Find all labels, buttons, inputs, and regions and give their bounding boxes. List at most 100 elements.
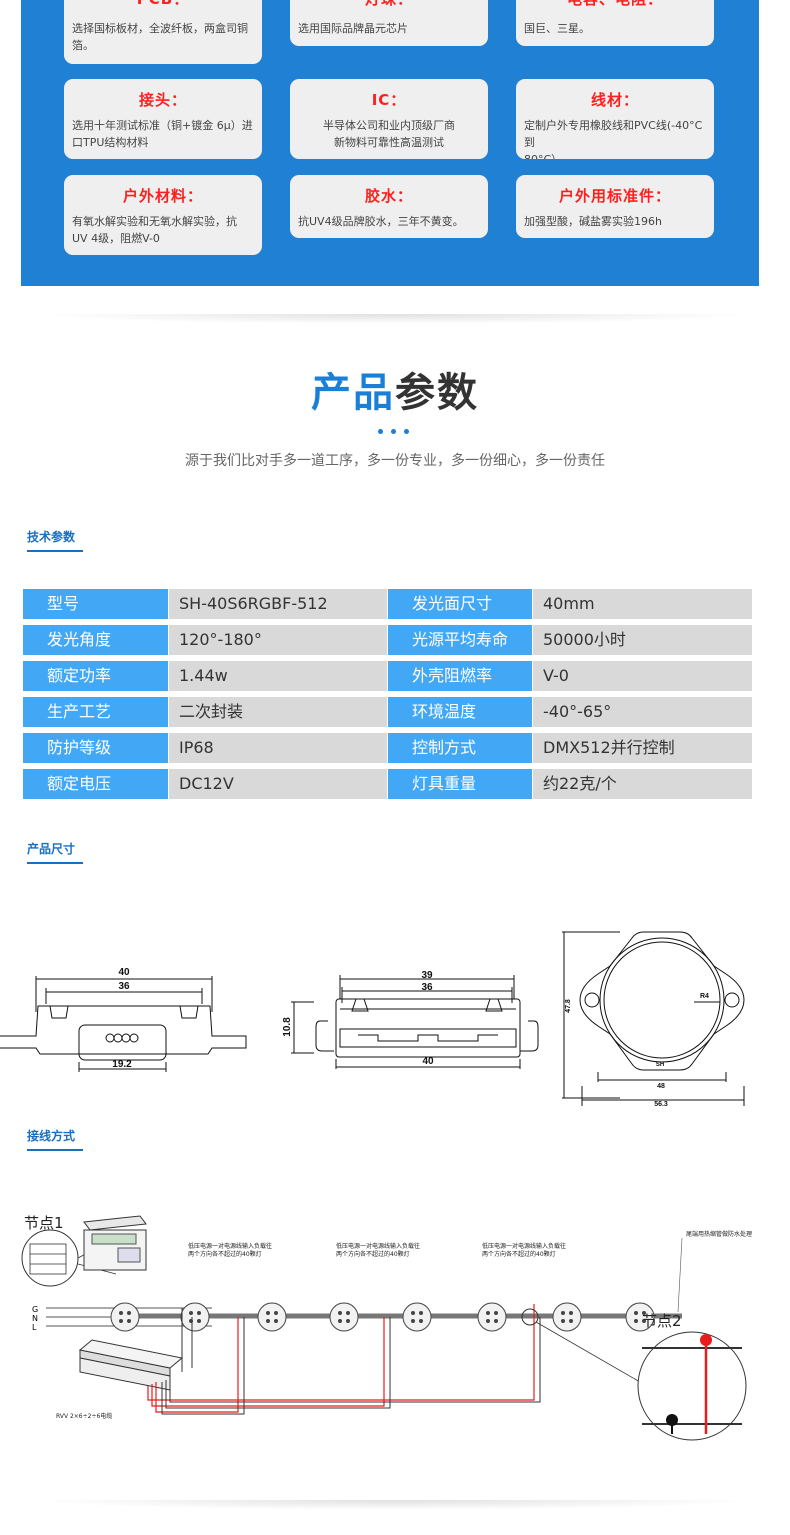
feature-line: 有氧水解实验和无氧水解实验，抗 [72, 215, 237, 228]
feature-line: UV 4级，阻燃V-0 [72, 232, 160, 245]
feature-card-standard-parts: 户外用标准件： 加强型酸，碱盐雾实验196h [516, 175, 714, 238]
power-line-g: G [32, 1305, 38, 1314]
note1-line1: 低压电源一对电源线输入负载往 [188, 1242, 272, 1250]
feature-title: 接头： [138, 91, 187, 109]
feature-title: 线材： [590, 91, 639, 109]
section-label-size: 产品尺寸 [27, 842, 76, 856]
spec-key: 光源平均寿命 [388, 625, 532, 655]
node2-circle [637, 1331, 747, 1441]
dim-total: 56.3 [654, 1101, 668, 1108]
spec-value: -40°-65° [533, 697, 752, 727]
spec-row: 生产工艺 二次封装 环境温度 -40°-65° [23, 697, 752, 727]
feature-card-wire: 线材： 定制户外专用橡胶线和PVC线(-40°C到 80°C） [516, 79, 714, 159]
spec-value: 约22克/个 [533, 769, 752, 799]
node1-label: 节点1 [24, 1214, 64, 1232]
spec-value: 1.44w [169, 661, 387, 691]
dim-inner: 36 [118, 981, 130, 992]
section-label-tech: 技术参数 [27, 530, 76, 544]
spec-key: 控制方式 [388, 733, 532, 763]
spec-value: 二次封装 [169, 697, 387, 727]
feature-title: 灯珠： [290, 0, 488, 9]
spec-key: 型号 [23, 589, 168, 619]
divider [30, 1500, 760, 1510]
feature-line: 80°C） [524, 151, 706, 159]
spec-value: 50000小时 [533, 625, 752, 655]
power-line-l: L [32, 1323, 37, 1332]
feature-card-outdoor-material: 户外材料： 有氧水解实验和无氧水解实验，抗 UV 4级，阻燃V-0 [64, 175, 262, 255]
spec-key: 外壳阻燃率 [388, 661, 532, 691]
section-heading: 产品参数 [0, 360, 790, 418]
feature-line: 新物料可靠性高温测试 [334, 136, 444, 149]
spec-row: 型号 SH-40S6RGBF-512 发光面尺寸 40mm [23, 589, 752, 619]
lamp [329, 1302, 359, 1332]
node2-label: 节点2 [642, 1312, 682, 1330]
feature-title: PCB： [64, 0, 262, 9]
dim-inner: 48 [657, 1083, 665, 1090]
feature-text: 有氧水解实验和无氧水解实验，抗 UV 4级，阻燃V-0 [72, 213, 254, 247]
dim-total: 39 [421, 970, 433, 981]
dim-height: 10.8 [282, 1017, 293, 1037]
feature-line: 抗UV4级品牌胶水，三年不黄变。 [298, 215, 464, 228]
feature-card-pcb: PCB： 选择国标板材，全波纤板，两盒司铜 箔。 [64, 0, 262, 64]
spec-row: 发光角度 120°-180° 光源平均寿命 50000小时 [23, 625, 752, 655]
feature-title: 户外材料： [122, 187, 203, 205]
feature-line: 国巨、三星。 [524, 22, 590, 35]
feature-text: 选用十年测试标准（铜+镀金 6μ）进 口TPU结构材料 [72, 117, 254, 151]
lamp [477, 1302, 507, 1332]
lamp [552, 1302, 582, 1332]
divider [30, 314, 760, 324]
section-underline [27, 1149, 83, 1151]
heading-part1: 产品 [311, 370, 395, 416]
feed-wires [147, 1304, 535, 1413]
section-underline [27, 550, 83, 552]
spec-key: 发光角度 [23, 625, 168, 655]
feature-title: 胶水： [364, 187, 413, 205]
feature-card-glue: 胶水： 抗UV4级品牌胶水，三年不黄变。 [290, 175, 488, 238]
feature-card-ic: IC： 半导体公司和业内顶级厂商 新物料可靠性高温测试 [290, 79, 488, 159]
spec-value: 40mm [533, 589, 752, 619]
power-line-n: N [32, 1314, 38, 1323]
dim-inner: 36 [421, 982, 433, 993]
spec-row: 防护等级 IP68 控制方式 DMX512并行控制 [23, 733, 752, 763]
spec-row: 额定电压 DC12V 灯具重量 约22克/个 [23, 769, 752, 799]
note2-line2: 两个方向各不超过的40颗灯 [336, 1250, 410, 1258]
feature-line: 口TPU结构材料 [72, 136, 149, 149]
note3-line2: 两个方向各不超过的40颗灯 [482, 1250, 556, 1258]
lamp [110, 1302, 140, 1332]
power-supply [78, 1339, 184, 1391]
feature-text: 选择国标板材，全波纤板，两盒司铜 箔。 [72, 20, 254, 54]
dot [378, 429, 383, 434]
section-label-wiring: 接线方式 [27, 1129, 76, 1143]
spec-value: DMX512并行控制 [533, 733, 752, 763]
feature-card-connector: 接头： 选用十年测试标准（铜+镀金 6μ）进 口TPU结构材料 [64, 79, 262, 159]
feature-line: 加强型酸，碱盐雾实验196h [524, 215, 662, 228]
feature-line: 半导体公司和业内顶级厂商 [323, 119, 455, 132]
feature-text: 加强型酸，碱盐雾实验196h [524, 213, 706, 230]
spec-key: 发光面尺寸 [388, 589, 532, 619]
spec-key: 额定电压 [23, 769, 168, 799]
controller-box [83, 1215, 147, 1271]
heading-dots [375, 429, 415, 435]
note1-line2: 两个方向各不超过的40颗灯 [188, 1250, 262, 1258]
spec-value: SH-40S6RGBF-512 [169, 589, 387, 619]
dim-radius: R4 [700, 993, 709, 1000]
feature-text: 国巨、三星。 [524, 20, 706, 37]
cable-label: RVV 2×6÷2÷6电缆 [56, 1412, 112, 1420]
feature-line: 定制户外专用橡胶线和PVC线(-40°C到 [524, 119, 703, 149]
feature-line: 选择国标板材，全波纤板，两盒司铜 [72, 22, 248, 35]
feature-card-capacitors: 电容、电阻： 国巨、三星。 [516, 0, 714, 46]
spec-value: 120°-180° [169, 625, 387, 655]
lamp [180, 1302, 210, 1332]
feature-text: 半导体公司和业内顶级厂商 新物料可靠性高温测试 [298, 117, 480, 151]
spec-key: 环境温度 [388, 697, 532, 727]
spec-key: 防护等级 [23, 733, 168, 763]
top-view-drawing: 47.8 R4 48 56.3 SH [562, 931, 745, 1108]
feature-title: 电容、电阻： [516, 0, 714, 9]
feature-title: 户外用标准件： [558, 187, 671, 205]
feature-text: 定制户外专用橡胶线和PVC线(-40°C到 80°C） [524, 117, 706, 159]
end-note: 尾端用热缩管做防水处理 [686, 1230, 752, 1238]
wiring-diagram: 节点1 G N L RVV 2×6÷2 [21, 1214, 752, 1441]
spec-value: IP68 [169, 733, 387, 763]
section-underline [27, 862, 83, 864]
spec-key: 生产工艺 [23, 697, 168, 727]
